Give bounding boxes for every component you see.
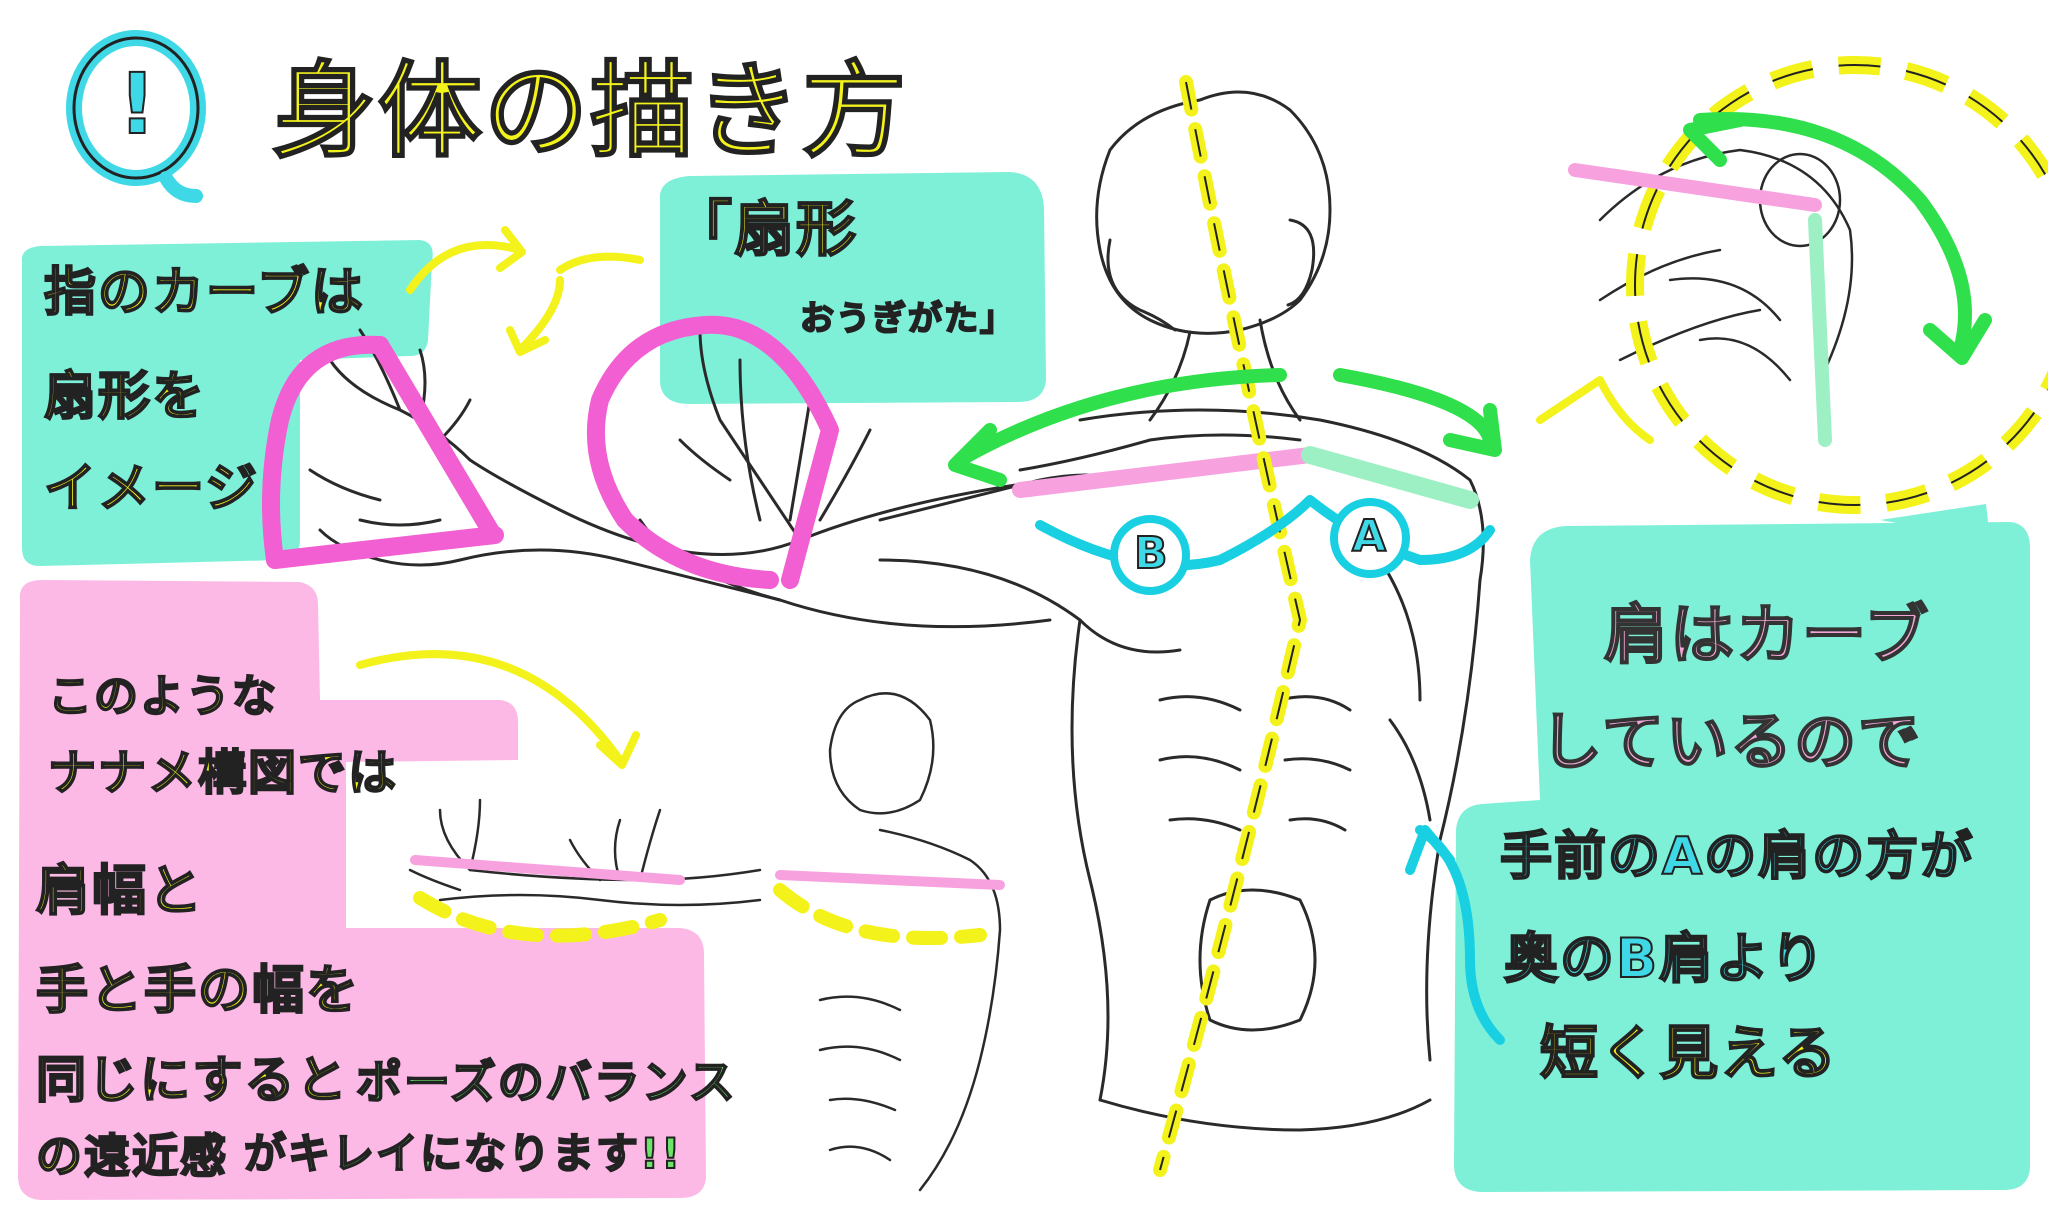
pink-panel-left-note [18,580,706,1200]
left-note-line3: 肩幅と [35,858,204,922]
yellow-arrows [356,226,1654,769]
left-note-line6a: の遠近感 [35,1129,228,1184]
green-guide-lines [1301,213,1832,509]
mint-panel-right-tail [1880,504,1990,540]
right-note-line2: しているので [1539,705,1923,779]
shoulder-inset-dashed-outline [1634,64,2048,506]
left-note-line2: ナナメ構図では [47,744,399,801]
finger-note-line3: イメージ [43,458,259,520]
left-note-line6b: がキレイになります!! [243,1128,683,1179]
left-note-line4: 手と手の幅を [35,960,361,1022]
fan-term: 「扇形 [671,195,858,266]
marker-a [1330,498,1410,578]
mint-panel-right-note [1454,522,2030,1192]
right-note-line3: 手前のAの肩の方が [1499,826,1975,888]
finger-note-line2: 扇形を [43,366,207,428]
magenta-fan-shapes [262,315,839,589]
left-note-line5b: ポーズのバランス [355,1055,737,1110]
page-title: 身体の描き方 [271,50,909,172]
finger-note-line1: 指のカーブは [43,262,365,324]
marker-b [1110,515,1190,595]
right-note-line5: 短く見える [1539,1019,1839,1087]
title-badge-icon [66,30,206,203]
marker-b-label: B [1133,527,1170,579]
marker-a-label: A [1351,510,1389,562]
yellow-dashed-outline [1159,81,1302,1171]
mint-panel-finger-note [21,240,433,566]
left-note-line5a: 同じにすると [35,1051,349,1110]
title-badge-label: ! [117,55,159,153]
fan-reading: おうぎがた」 [799,298,1016,339]
shoulder-inset-sketch [1598,148,1854,382]
left-note-line1: このような [47,670,278,722]
right-note-line1: 肩はカーブ [1603,598,1931,673]
right-note-line4: 奥のB肩より [1503,926,1827,990]
green-arrows [948,112,1992,487]
